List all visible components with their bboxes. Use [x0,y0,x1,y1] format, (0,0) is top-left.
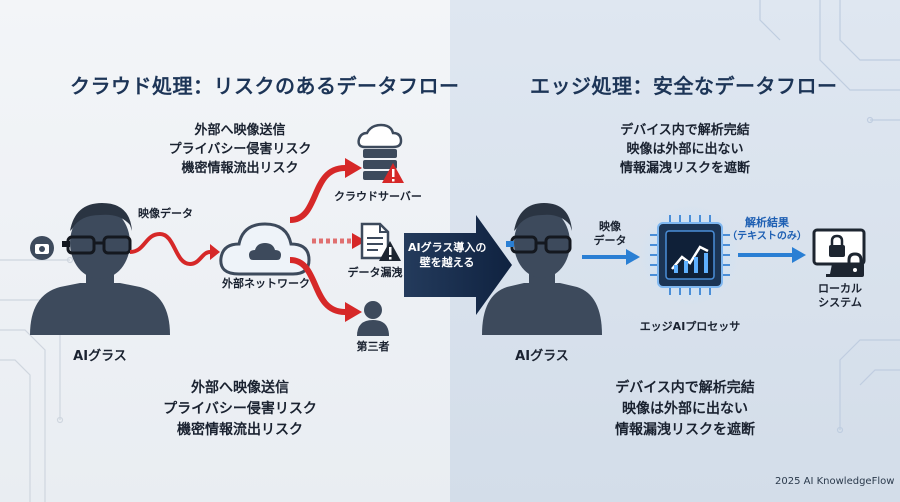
edge-section-title: エッジ処理：安全なデータフロー [530,74,838,98]
risk-item: プライバシー侵害リスク [168,142,312,157]
risk-item: 外部へ映像送信 [191,380,289,396]
label-line: システム [818,296,862,309]
cloud-server-label: クラウドサーバー [334,190,422,203]
benefit-item: デバイス内で解析完結 [620,123,750,138]
benefit-item: 情報漏洩リスクを遮断 [619,161,750,176]
external-network-label: 外部ネットワーク [222,277,310,290]
transition-arrow [404,215,512,315]
benefit-item: 映像は外部に出ない [626,142,744,157]
benefit-item: 情報漏洩リスクを遮断 [615,422,755,438]
cloud-risk-list-bottom: 外部へ映像送信 プライバシー侵害リスク 機密情報流出リスク [130,378,350,441]
risk-item: プライバシー侵害リスク [163,401,317,417]
benefit-item: デバイス内で解析完結 [615,380,755,396]
copyright-credit: 2025 AI KnowledgeFlow [775,476,895,487]
benefit-item: 映像は外部に出ない [622,401,748,417]
edge-benefit-list-bottom: デバイス内で解析完結 映像は外部に出ない 情報漏洩リスクを遮断 [590,378,780,441]
document-icon [360,222,390,260]
cloud-to-server-arrow [289,158,362,223]
label-line: データ [593,234,627,247]
warning-icon [382,163,404,183]
transition-arrow-text: AIグラス導入の 壁を越える [408,240,486,270]
warning-icon [379,241,401,261]
person-with-glasses-icon [482,203,602,335]
video-data-label: 映像データ [138,207,193,220]
person-with-glasses-icon [30,203,170,335]
edge-video-data-label: 映像 データ [590,220,630,248]
left-glasses-label: AIグラス [73,349,127,364]
cloud-to-third-party-arrow [289,257,362,322]
analysis-result-label: 解析結果 （テキストのみ） [722,216,812,244]
cloud-section-title: クラウド処理：リスクのあるデータフロー [70,74,460,98]
label-line: ローカル [818,282,862,295]
video-data-arrow [129,231,220,267]
cloud-icon [219,222,311,276]
risk-item: 機密情報流出リスク [181,161,299,176]
transition-text-line: 壁を越える [419,256,475,269]
local-system-label: ローカル システム [815,282,865,310]
edge-video-data-arrow [582,249,640,265]
risk-item: 外部へ映像送信 [194,123,286,138]
edge-benefit-list-top: デバイス内で解析完結 映像は外部に出ない 情報漏洩リスクを遮断 [600,121,770,178]
local-system-monitor-icon [812,228,866,277]
label-line: 解析結果 [745,216,789,229]
cloud-risk-list-top: 外部へ映像送信 プライバシー侵害リスク 機密情報流出リスク [160,121,320,178]
risk-item: 機密情報流出リスク [177,422,303,438]
third-party-person-icon [357,301,389,336]
transition-text-line: AIグラス導入の [408,241,487,254]
data-leak-label: データ漏洩 [347,266,403,279]
lock-icon [846,252,864,277]
edge-processor-chip-icon [640,205,740,305]
analysis-result-arrow [738,247,806,263]
edge-processor-label: エッジAIプロセッサ [639,320,741,333]
label-line: （テキストのみ） [727,231,807,242]
camera-icon [30,236,54,260]
right-glasses-label: AIグラス [515,349,569,364]
label-line: 映像 [599,220,621,233]
cloud-to-leak-arrow [312,233,366,249]
third-party-label: 第三者 [356,340,390,353]
